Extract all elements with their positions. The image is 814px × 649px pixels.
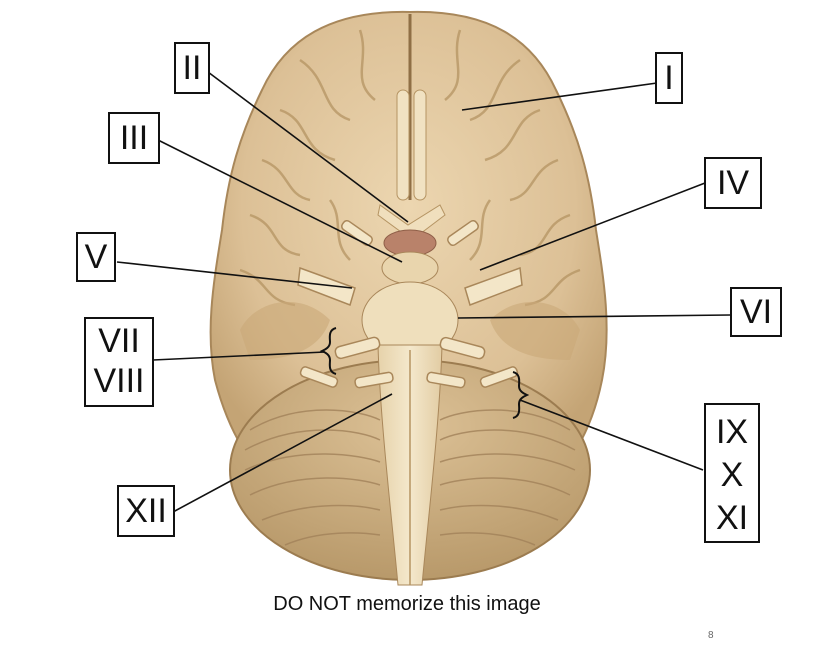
label-XII: XII [117, 485, 175, 537]
label-IX-X-XI: IX X XI [704, 403, 760, 543]
page-number: 8 [708, 630, 714, 641]
label-IX: IX [706, 411, 758, 454]
label-X: X [706, 454, 758, 497]
label-VII: VII [86, 321, 152, 361]
label-I: I [655, 52, 683, 104]
label-V: V [76, 232, 116, 282]
label-XI: XI [706, 497, 758, 540]
label-VII-VIII: VII VIII [84, 317, 154, 407]
label-IV: IV [704, 157, 762, 209]
label-III: III [108, 112, 160, 164]
label-II: II [174, 42, 210, 94]
label-VI: VI [730, 287, 782, 337]
label-VIII: VIII [86, 361, 152, 401]
caption: DO NOT memorize this image [0, 593, 814, 616]
